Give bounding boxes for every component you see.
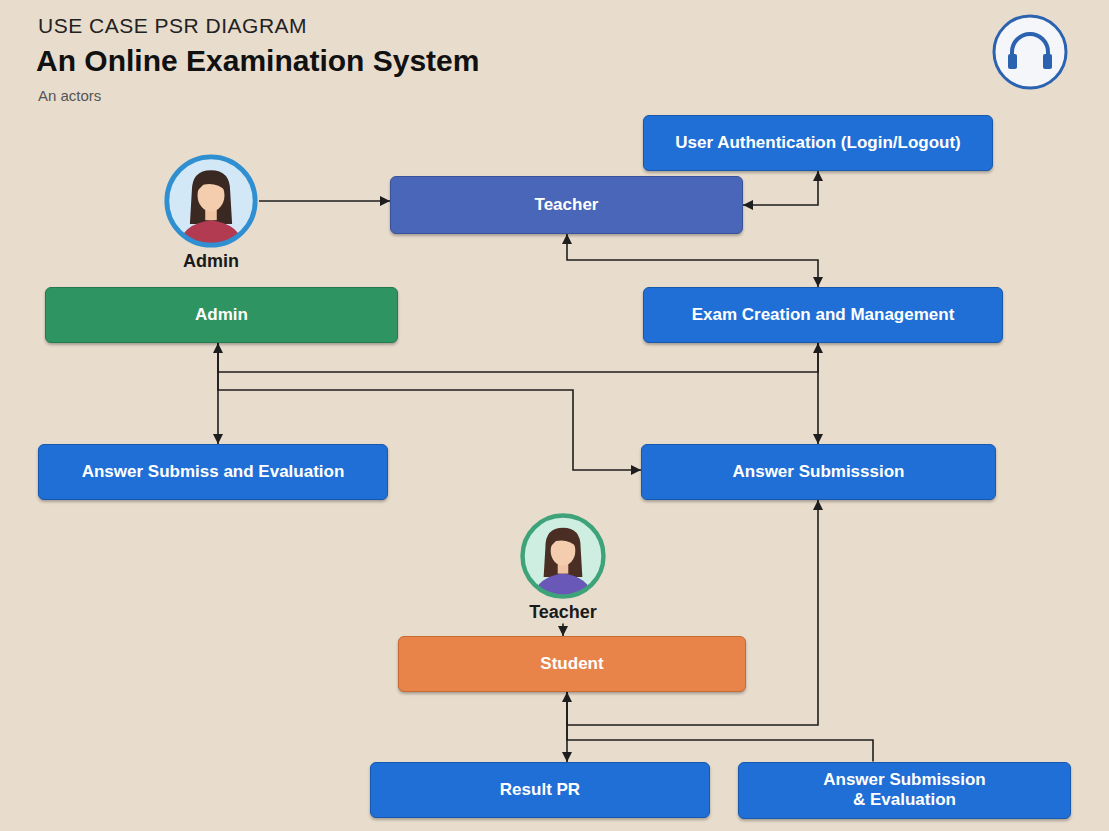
avatar-ring bbox=[167, 157, 255, 245]
node-label: User Authentication (Login/Logout) bbox=[675, 133, 961, 153]
headset-icon bbox=[994, 16, 1066, 88]
use-case-box: Exam Creation and Management bbox=[643, 287, 1003, 343]
avatar-figure bbox=[163, 153, 259, 249]
diagram-title: An Online Examination System bbox=[36, 44, 479, 78]
actor-name: Admin bbox=[183, 251, 239, 273]
node-label: Admin bbox=[195, 305, 248, 325]
connector-arrow bbox=[259, 200, 390, 202]
actor-avatar: Teacher bbox=[516, 512, 610, 624]
connector-arrow bbox=[567, 234, 818, 287]
node-label: Answer Submiss and Evaluation bbox=[82, 462, 345, 482]
actor-box: Student bbox=[398, 636, 746, 692]
avatar-ring bbox=[523, 516, 604, 597]
node-label: Student bbox=[540, 654, 603, 674]
node-label: Answer Submission & Evaluation bbox=[819, 770, 991, 811]
connector-arrow bbox=[743, 171, 818, 205]
actor-avatar: Admin bbox=[160, 153, 262, 273]
node-label: Answer Submisssion bbox=[733, 462, 905, 482]
node-label: Exam Creation and Management bbox=[692, 305, 955, 325]
use-case-box: Answer Submisssion bbox=[641, 444, 996, 500]
node-label: Teacher bbox=[535, 195, 599, 215]
use-case-box: User Authentication (Login/Logout) bbox=[643, 115, 993, 171]
avatar-figure bbox=[519, 512, 607, 600]
actor-box: Admin bbox=[45, 287, 398, 343]
connector-arrow bbox=[817, 343, 819, 444]
actor-name: Teacher bbox=[529, 602, 597, 624]
use-case-box: Result PR bbox=[370, 762, 710, 818]
node-label: Result PR bbox=[500, 780, 580, 800]
connector-arrow bbox=[567, 692, 873, 762]
connector-arrow bbox=[218, 343, 818, 372]
connector-arrow bbox=[562, 624, 564, 636]
actor-box: Teacher bbox=[390, 176, 743, 234]
use-case-box: Answer Submission & Evaluation bbox=[738, 762, 1071, 819]
section-note: An actors bbox=[38, 87, 101, 104]
use-case-box: Answer Submiss and Evaluation bbox=[38, 444, 388, 500]
diagram-type-label: USE CASE PSR DIAGRAM bbox=[38, 14, 307, 38]
